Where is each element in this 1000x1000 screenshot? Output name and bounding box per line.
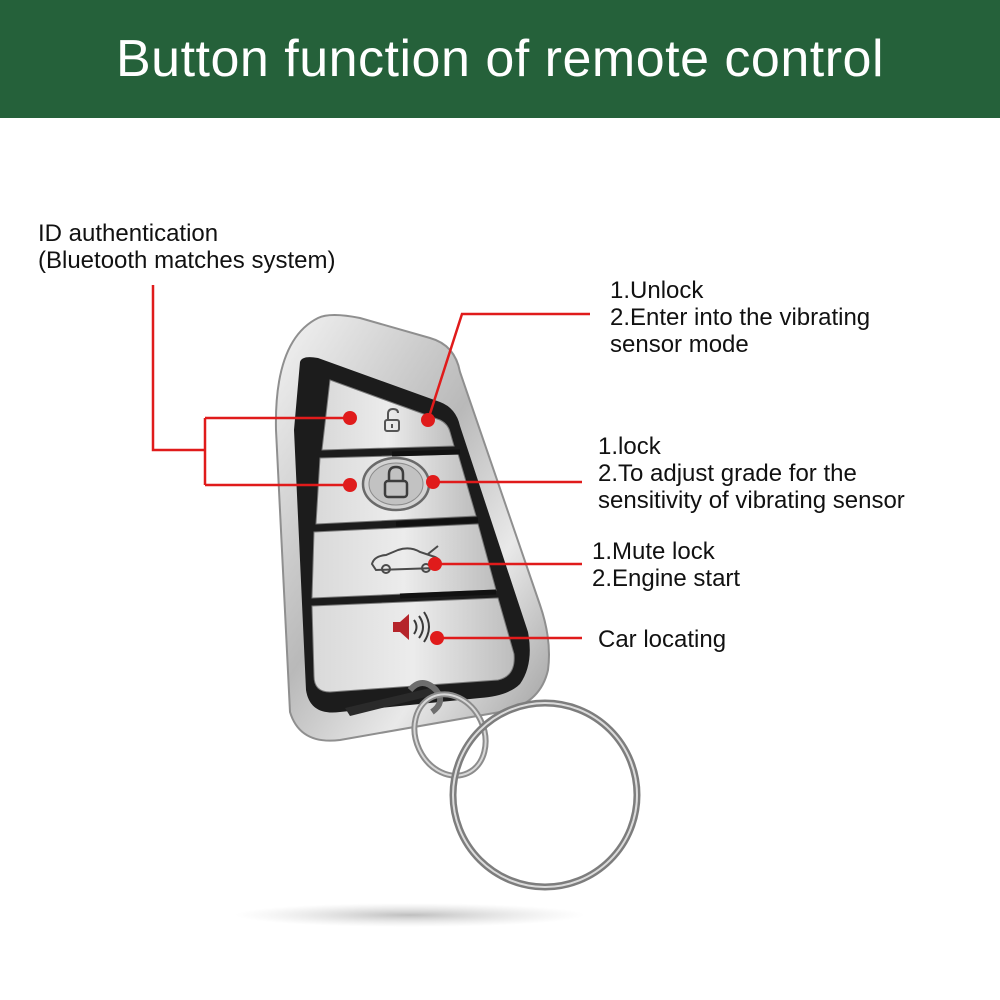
separator: [395, 517, 479, 527]
callout-line: 1.Unlock: [610, 277, 704, 304]
separator: [391, 449, 461, 457]
id-auth-bracket: [203, 416, 350, 487]
large-key-ring-highlight: [452, 702, 638, 888]
dot-unlock-left: [343, 411, 357, 425]
callout-line: (Bluetooth matches system): [38, 247, 336, 274]
callout-trunk: 1.Mute lock 2.Engine start: [592, 538, 740, 592]
callout-line: sensitivity of vibrating sensor: [598, 487, 905, 514]
dot-lock-left: [343, 478, 357, 492]
callout-id-authentication: ID authentication (Bluetooth matches sys…: [38, 220, 335, 274]
page-title: Button function of remote control: [115, 30, 885, 88]
fob-shadow: [235, 903, 585, 927]
unlock-padlock-icon: [384, 407, 400, 432]
dot-trunk: [428, 557, 442, 571]
callout-unlock: 1.Unlock 2.Enter into the vibrating sens…: [610, 277, 870, 358]
dot-locate: [430, 631, 444, 645]
trunk-button[interactable]: [311, 523, 497, 599]
dot-lock-right: [426, 475, 440, 489]
callout-line: 2.Engine start: [592, 565, 741, 592]
separator: [399, 589, 497, 599]
speaker-icon: [393, 611, 430, 643]
callout-car-locating: Car locating: [598, 626, 726, 653]
callout-line: sensor mode: [610, 331, 749, 358]
callout-line: 1.lock: [598, 433, 661, 460]
small-key-ring-highlight: [413, 693, 487, 777]
callout-line: Car locating: [598, 626, 727, 653]
header-banner: Button function of remote control: [0, 0, 1000, 118]
fob-ring-slot: [345, 687, 439, 716]
locate-button[interactable]: [311, 597, 515, 693]
callout-line: 2.Enter into the vibrating: [610, 304, 871, 331]
leader-dots: [343, 411, 444, 645]
callout-line: 1.Mute lock: [592, 538, 715, 565]
padlock-icon: [361, 456, 431, 512]
dot-unlock-right: [421, 413, 435, 427]
callout-line: 2.To adjust grade for the: [598, 460, 857, 487]
unlock-leader: [426, 312, 590, 421]
fob-loop: [407, 680, 444, 715]
callout-lock: 1.lock 2.To adjust grade for the sensiti…: [598, 433, 905, 514]
callout-line: ID authentication: [38, 220, 219, 247]
leader-lines: [151, 285, 590, 640]
id-auth-leader: [151, 285, 205, 452]
